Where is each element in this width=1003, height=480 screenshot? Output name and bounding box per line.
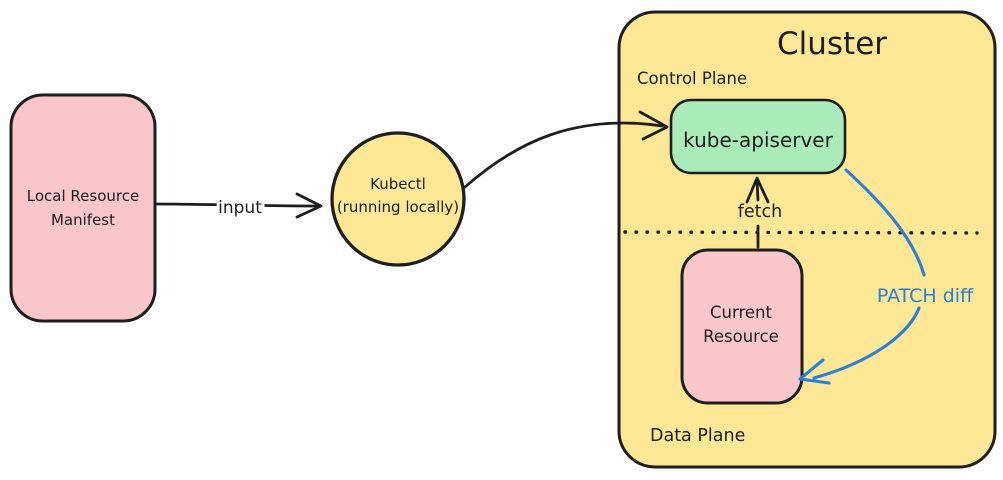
fetch-arrow: fetch bbox=[738, 176, 783, 249]
patch-diff-arrowhead bbox=[798, 358, 831, 385]
kubectl-node: Kubectl (running locally) bbox=[330, 131, 466, 267]
current-resource-box bbox=[680, 248, 804, 405]
fetch-label: fetch bbox=[738, 202, 783, 222]
kube-apiserver-label: kube-apiserver bbox=[683, 128, 833, 152]
kubectl-label-line1: Kubectl bbox=[370, 175, 426, 193]
kubectl-to-apiserver-arrow bbox=[463, 110, 669, 189]
kubectl-label-line2: (running locally) bbox=[337, 198, 459, 216]
input-arrow: input bbox=[154, 192, 323, 221]
current-resource-label-line2: Resource bbox=[703, 327, 779, 346]
fetch-arrow-shaft-upper bbox=[755, 179, 760, 202]
local-resource-manifest-label-line1: Local Resource bbox=[27, 187, 139, 205]
kubectl-to-apiserver-shaft bbox=[463, 121, 664, 189]
kube-apiserver-node: kube-apiserver bbox=[669, 98, 847, 175]
plane-divider-dotted-line bbox=[623, 230, 979, 235]
input-label: input bbox=[218, 198, 262, 218]
current-resource-label-line1: Current bbox=[710, 303, 773, 322]
kube-apiserver-box bbox=[669, 98, 847, 175]
control-plane-label: Control Plane bbox=[637, 69, 747, 88]
local-resource-manifest-box bbox=[9, 93, 157, 323]
fetch-arrowhead bbox=[745, 176, 770, 204]
patch-diff-arrow-lower-segment bbox=[812, 306, 921, 380]
input-arrowhead bbox=[295, 192, 323, 219]
data-plane-label: Data Plane bbox=[650, 426, 745, 446]
input-arrow-shaft bbox=[154, 202, 320, 208]
cluster-container: Cluster Control Plane Data Plane bbox=[617, 10, 997, 469]
patch-diff-arrow-upper-segment bbox=[844, 168, 926, 277]
local-resource-manifest-label-line2: Manifest bbox=[51, 211, 115, 229]
patch-diff-label: PATCH diff bbox=[877, 285, 974, 307]
local-resource-manifest-node: Local Resource Manifest bbox=[9, 93, 157, 323]
kubectl-circle bbox=[330, 131, 466, 267]
patch-diff-arrow: PATCH diff bbox=[798, 168, 974, 385]
kubectl-to-apiserver-arrowhead bbox=[638, 110, 669, 141]
current-resource-node: Current Resource bbox=[680, 248, 804, 405]
cluster-title: Cluster bbox=[777, 26, 887, 62]
